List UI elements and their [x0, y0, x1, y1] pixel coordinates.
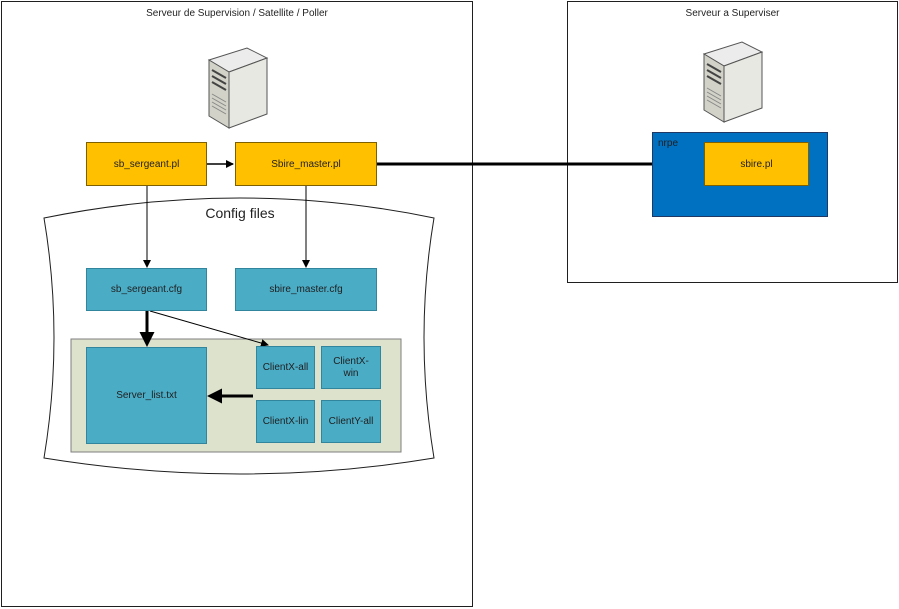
monitored-server-title: Serveur a Superviser — [685, 8, 780, 19]
client-file: ClientX-lin — [256, 400, 315, 443]
server-list-file: Server_list.txt — [86, 347, 207, 444]
supervision-server-title: Serveur de Supervision / Satellite / Pol… — [146, 8, 328, 19]
client-file: ClientY-all — [321, 400, 381, 443]
config-files-title: Config files — [205, 205, 275, 221]
arrow-cfg-to-client — [149, 310, 269, 347]
client-file: ClientX- win — [321, 346, 381, 389]
nrpe-label: nrpe — [658, 138, 679, 149]
server-icon — [702, 41, 764, 123]
sb-sergeant-cfg: sb_sergeant.cfg — [86, 268, 207, 311]
server-icon — [207, 47, 269, 129]
sb-sergeant-script: sb_sergeant.pl — [86, 142, 207, 186]
sbire-master-script: Sbire_master.pl — [235, 142, 377, 186]
sbire-master-cfg: sbire_master.cfg — [235, 268, 377, 311]
sbire-script: sbire.pl — [704, 142, 809, 186]
client-file: ClientX-all — [256, 346, 315, 389]
